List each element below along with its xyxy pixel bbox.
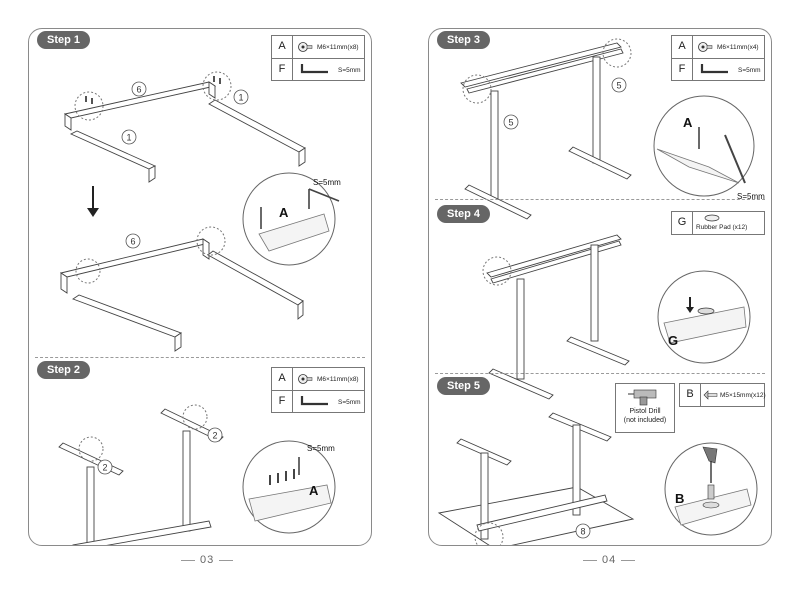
- manual-page-04: Step 3 A F M6×11mm(x4) S=5mm 5: [428, 28, 772, 546]
- frame-assembly-top: [63, 71, 306, 183]
- svg-text:6: 6: [130, 237, 135, 247]
- callout-1b: 1: [121, 129, 137, 145]
- frame-with-legs: [58, 404, 224, 545]
- callout-8: 8: [575, 523, 591, 539]
- part-letter-f: F: [678, 63, 686, 75]
- part-text-a: M6×11mm(x8): [317, 376, 359, 383]
- step-divider: [435, 199, 765, 200]
- hex-key-icon: [300, 64, 328, 74]
- desk-top-step-5: [437, 412, 635, 545]
- part-letter-f: F: [278, 395, 286, 407]
- svg-text:A: A: [309, 483, 319, 498]
- desk-frame-step-4: [482, 234, 630, 400]
- detail-circle-step-3: A S=5mm: [653, 95, 765, 201]
- page-number-03: 03: [176, 554, 238, 566]
- callout-6a: 6: [131, 81, 147, 97]
- step-3-parts-box: A F M6×11mm(x4) S=5mm: [671, 35, 765, 81]
- part-text-a: M6×11mm(x8): [317, 44, 359, 51]
- svg-text:1: 1: [238, 93, 243, 103]
- hex-key-icon: [300, 396, 328, 406]
- drill-icon: [628, 389, 657, 406]
- frame-assembly-bottom: [59, 226, 304, 352]
- step-4-parts-box: G Rubber Pad (x12): [671, 211, 765, 235]
- part-text-f: S=5mm: [338, 67, 361, 74]
- detail-circle-step-2: A S=5mm: [242, 440, 336, 534]
- callout-1a: 1: [233, 89, 249, 105]
- svg-text:6: 6: [136, 85, 141, 95]
- arrow-down-icon: [87, 186, 99, 217]
- svg-text:S=5mm: S=5mm: [307, 444, 335, 453]
- bolt-icon: [698, 42, 713, 52]
- svg-text:B: B: [675, 491, 684, 506]
- part-letter-f: F: [278, 63, 286, 75]
- part-letter-g: G: [677, 216, 687, 228]
- svg-text:5: 5: [616, 81, 621, 91]
- tool-note: (not included): [623, 417, 667, 424]
- part-text-g: Rubber Pad (x12): [696, 224, 748, 231]
- svg-text:S=5mm: S=5mm: [313, 178, 341, 187]
- svg-text:2: 2: [212, 431, 217, 441]
- detail-circle-step-1: A S=5mm: [242, 172, 341, 266]
- screw-icon: [703, 390, 718, 400]
- step-1-parts-box: A F M6×11mm(x8) S=5mm: [271, 35, 365, 81]
- part-letter-a: A: [278, 40, 286, 52]
- svg-text:8: 8: [580, 527, 585, 537]
- svg-text:G: G: [668, 333, 678, 348]
- svg-text:2: 2: [102, 463, 107, 473]
- callout-2b: 2: [207, 427, 223, 443]
- desk-frame-step-3: [460, 38, 632, 220]
- manual-page-03: Step 1 A F M6×11mm(x8) S=5mm: [28, 28, 372, 546]
- tool-box: Pistol Drill (not included): [615, 383, 675, 433]
- bolt-icon: [298, 42, 313, 52]
- callout-2a: 2: [97, 459, 113, 475]
- step-4-badge: Step 4: [437, 205, 491, 223]
- step-divider: [435, 373, 765, 374]
- svg-text:A: A: [683, 115, 693, 130]
- callout-6b: 6: [125, 233, 141, 249]
- part-text-f: S=5mm: [338, 399, 361, 406]
- part-text-a: M6×11mm(x4): [717, 44, 759, 51]
- part-letter-b: B: [686, 388, 694, 400]
- svg-text:5: 5: [508, 118, 513, 128]
- svg-text:A: A: [279, 205, 289, 220]
- part-letter-a: A: [678, 40, 686, 52]
- step-5-badge: Step 5: [437, 377, 491, 395]
- svg-text:S=5mm: S=5mm: [737, 192, 765, 201]
- bolt-icon: [298, 374, 313, 384]
- rubber-pad-icon: [704, 214, 720, 222]
- step-2-badge: Step 2: [37, 361, 91, 379]
- hex-key-icon: [700, 64, 728, 74]
- detail-circle-step-4: G: [657, 270, 751, 364]
- page-number-04: 04: [578, 554, 640, 566]
- svg-text:1: 1: [126, 133, 131, 143]
- callout-5b: 5: [611, 77, 627, 93]
- detail-circle-step-5: B: [664, 442, 758, 536]
- part-letter-a: A: [278, 372, 286, 384]
- part-text-b: M5×15mm(x12): [720, 392, 766, 399]
- step-5-parts-box: B M5×15mm(x12): [679, 383, 766, 407]
- tool-name: Pistol Drill: [629, 408, 661, 415]
- step-1-badge: Step 1: [37, 31, 91, 49]
- part-text-f: S=5mm: [738, 67, 761, 74]
- callout-5a: 5: [503, 114, 519, 130]
- step-3-badge: Step 3: [437, 31, 491, 49]
- step-2-parts-box: A F M6×11mm(x8) S=5mm: [271, 367, 365, 413]
- step-divider: [35, 357, 365, 358]
